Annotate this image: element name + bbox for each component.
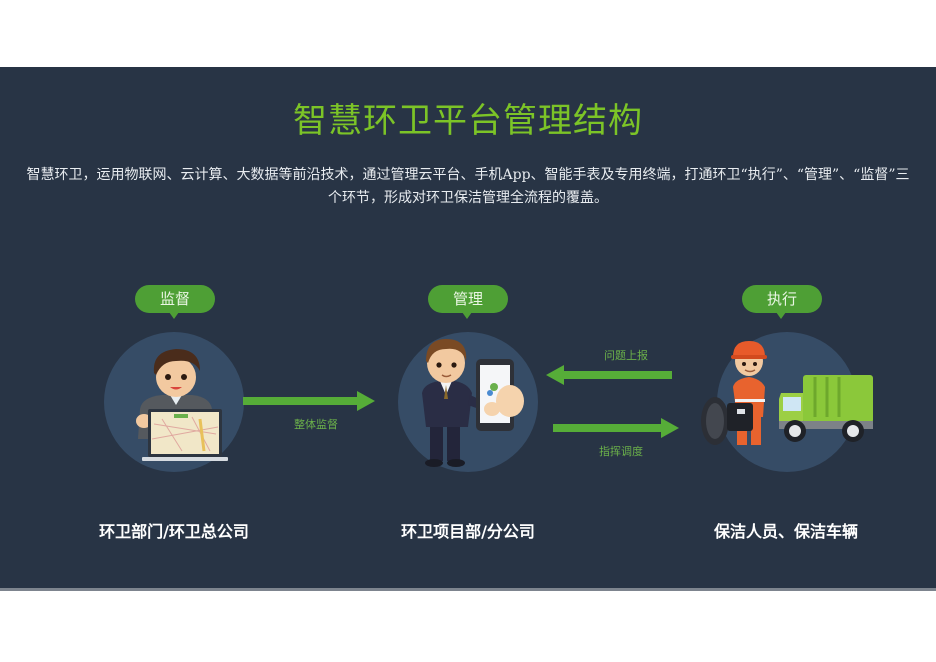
arrow-issue-report	[546, 365, 672, 385]
role-label-supervise: 环卫部门/环卫总公司	[99, 522, 249, 541]
role-label-manage: 环卫项目部/分公司	[401, 522, 535, 541]
arrow-overall-supervision	[243, 391, 375, 411]
diagram-description: 智慧环卫，运用物联网、云计算、大数据等前沿技术，通过管理云平台、手机App、智能…	[26, 167, 910, 206]
supervisor-laptop-icon	[136, 349, 228, 461]
arrow-label-command-dispatch: 指挥调度	[599, 445, 643, 458]
bubble-supervise: 监督	[135, 285, 215, 319]
diagram-title: 智慧环卫平台管理结构	[293, 101, 643, 141]
role-label-execute: 保洁人员、保洁车辆	[713, 522, 858, 541]
arrow-label-overall-supervision: 整体监督	[294, 418, 338, 431]
diagram-panel: 智慧环卫平台管理结构 智慧环卫，运用物联网、云计算、大数据等前沿技术，通过管理云…	[0, 67, 936, 591]
manager-smartphone-icon	[422, 339, 524, 467]
bubble-manage: 管理	[428, 285, 508, 319]
bubble-execute: 执行	[742, 285, 822, 319]
arrow-label-issue-report: 问题上报	[604, 349, 648, 362]
worker-truck-smartwatch-icon	[701, 341, 873, 445]
arrow-command-dispatch	[553, 418, 679, 438]
